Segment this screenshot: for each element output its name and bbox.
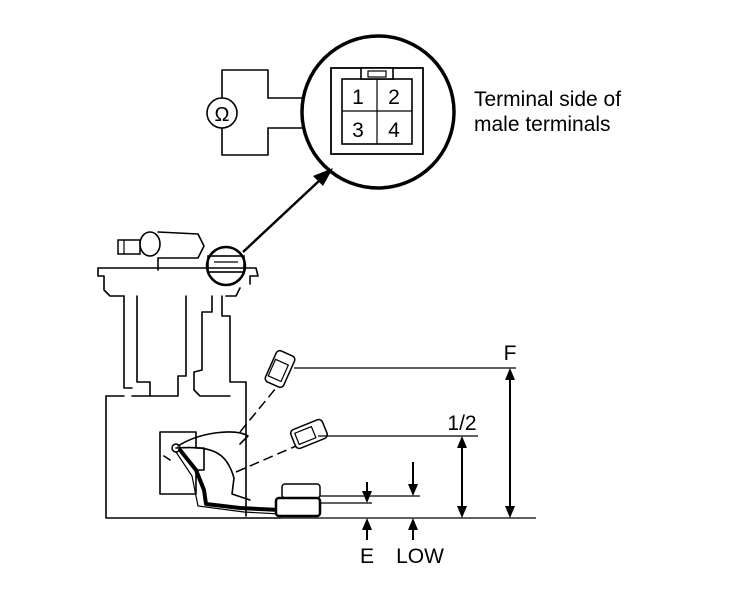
zoom-arrow	[242, 168, 333, 253]
label-low: LOW	[396, 545, 444, 568]
ohmmeter-circuit: Ω	[206, 69, 346, 156]
float-full	[264, 349, 296, 389]
label-empty: E	[360, 545, 374, 568]
dimension-arrow-low	[408, 462, 418, 540]
level-lines	[280, 367, 536, 519]
dimension-arrow-empty	[362, 482, 372, 540]
dimension-arrow-full	[505, 368, 515, 518]
connector-pin-3: 3	[352, 119, 364, 142]
connector-pin-4: 4	[388, 119, 400, 142]
float-half	[289, 418, 329, 450]
ohmmeter-icon	[206, 97, 238, 129]
float-empty	[274, 483, 322, 518]
connector-pin-2: 2	[388, 86, 400, 109]
label-half: 1/2	[447, 412, 476, 435]
ohm-symbol: Ω	[215, 104, 230, 126]
connector-magnified-view: 1 2 3 4	[300, 34, 456, 190]
caption-line-2: male terminals	[474, 113, 611, 136]
dimension-arrow-half	[457, 436, 467, 518]
fuel-pump-assembly	[97, 231, 297, 519]
caption-line-1: Terminal side of	[474, 88, 621, 111]
label-full: F	[504, 342, 517, 365]
connector-pin-1: 1	[352, 86, 364, 109]
